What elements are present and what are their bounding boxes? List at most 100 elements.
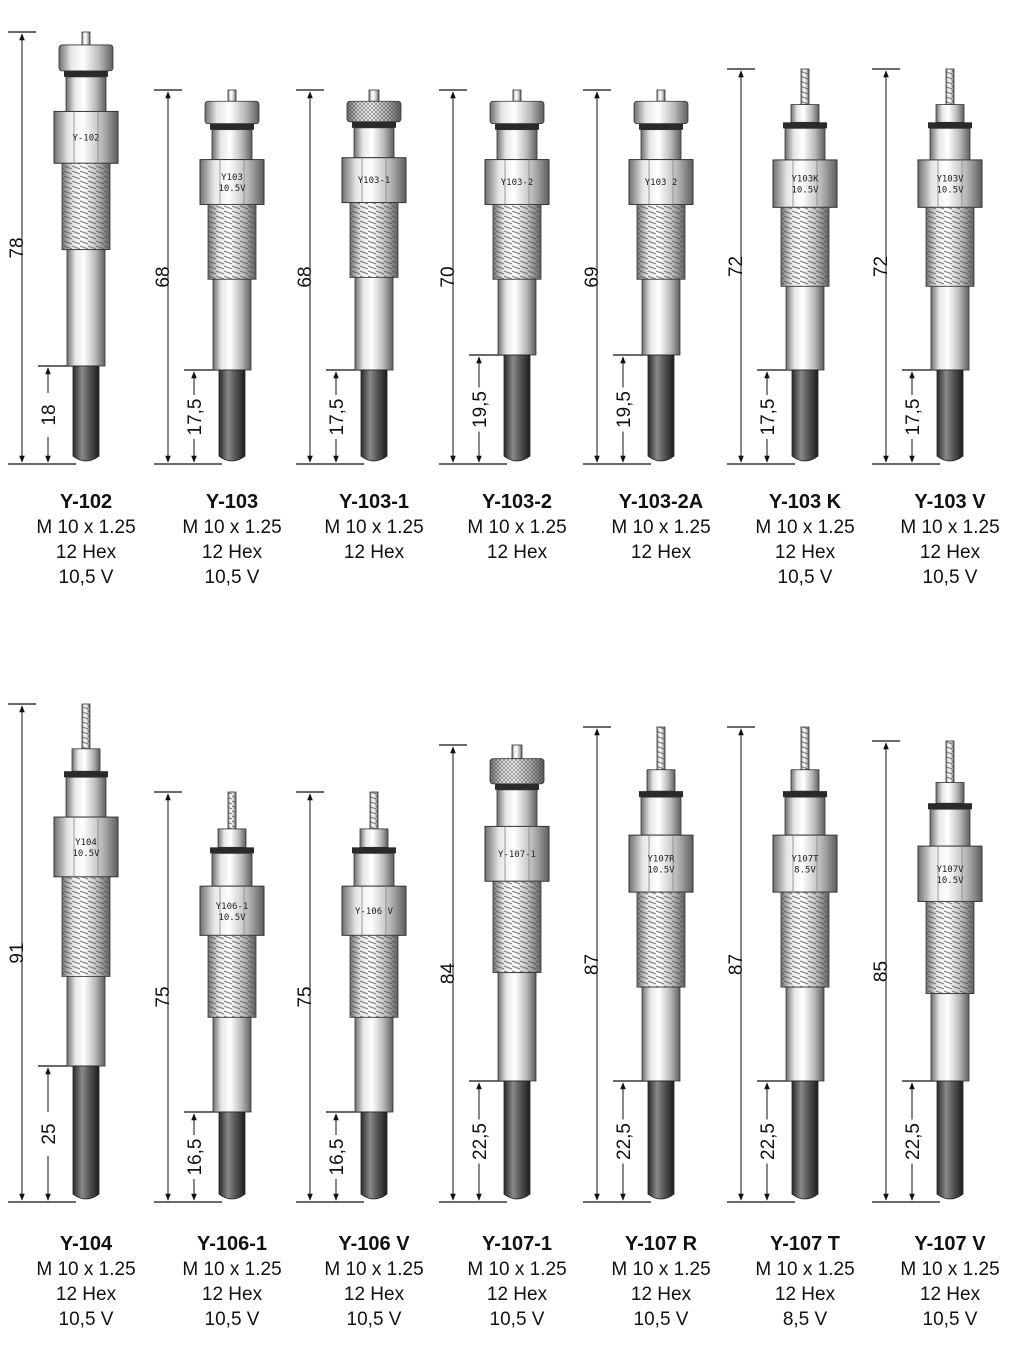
tip-length-label: 22,5 (758, 1123, 779, 1160)
insulating-washer (783, 791, 827, 798)
terminal-stud (227, 89, 237, 102)
hex-size: 12 Hex (201, 542, 263, 563)
plug-code: Y-103 K (768, 491, 842, 513)
tip-length-label: 22,5 (614, 1123, 635, 1160)
terminal-body (929, 127, 971, 161)
hex-stamp-text: Y-106 V (355, 907, 394, 917)
terminal-nut (489, 100, 545, 125)
terminal-nut (646, 769, 676, 792)
hex-size: 12 Hex (343, 542, 405, 563)
terminal-nut (204, 100, 260, 125)
plug-code: Y-107 T (769, 1233, 841, 1255)
hex-stamp-text: 10.5V (218, 184, 246, 194)
hex-body (484, 825, 550, 882)
terminal-body (929, 808, 971, 847)
insulating-washer (210, 123, 254, 130)
total-length-label: 84 (438, 963, 459, 985)
thread-spec: M 10 x 1.25 (900, 517, 1000, 538)
terminal-body (353, 127, 395, 159)
thread-spec: M 10 x 1.25 (36, 517, 136, 538)
total-length-label: 85 (871, 961, 892, 982)
hex-body (53, 110, 119, 164)
heater-tip (72, 365, 100, 462)
total-length-label: 68 (295, 266, 316, 287)
hex-stamp-text: Y107V (936, 865, 964, 875)
insulating-washer (783, 122, 827, 129)
voltage-rating: 10,5 V (346, 1309, 402, 1330)
total-length-label: 75 (295, 986, 316, 1007)
hex-stamp-text: Y107T (791, 855, 819, 865)
tip-length-label: 17,5 (327, 399, 348, 436)
hex-size: 12 Hex (919, 1284, 981, 1305)
voltage-rating: 10,5 V (204, 1309, 260, 1330)
heater-tip (360, 369, 388, 462)
terminal-body (211, 129, 253, 160)
hex-body (917, 159, 983, 208)
hex-stamp-text: Y103 2 (645, 178, 678, 188)
hex-size: 12 Hex (55, 1284, 117, 1305)
voltage-rating: 10,5 V (922, 1309, 978, 1330)
terminal-body (640, 129, 682, 160)
tip-length-label: 18 (39, 404, 60, 425)
plug-body (930, 285, 970, 371)
total-length-label: 69 (582, 266, 603, 287)
terminal-nut (790, 104, 820, 123)
hex-body (199, 159, 265, 205)
plug-code: Y-107 R (624, 1233, 698, 1255)
hex-stamp-text: Y-102 (72, 133, 99, 143)
terminal-body (211, 852, 253, 887)
insulating-washer (928, 803, 972, 810)
plug-body (641, 278, 681, 356)
terminal-body (640, 796, 682, 836)
insulating-washer (495, 783, 539, 790)
insulating-washer (352, 121, 396, 128)
hex-stamp-text: 10.5V (218, 913, 246, 923)
heater-tip (791, 369, 819, 462)
hex-stamp-text: Y103V (936, 175, 964, 185)
terminal-nut (217, 828, 247, 848)
hex-size: 12 Hex (55, 542, 117, 563)
total-length-label: 78 (7, 237, 28, 258)
terminal-nut (71, 748, 101, 772)
hex-size: 12 Hex (630, 1284, 692, 1305)
heater-tip (503, 1080, 531, 1200)
hex-size: 12 Hex (486, 542, 548, 563)
insulating-washer (64, 70, 108, 77)
hex-stamp-text: 10.5V (72, 849, 100, 859)
plug-body (354, 1016, 394, 1113)
hex-body (341, 885, 407, 936)
plug-body (212, 278, 252, 371)
terminal-nut (633, 100, 689, 125)
hex-body (484, 159, 550, 205)
total-length-label: 72 (871, 256, 892, 277)
hex-body (341, 157, 407, 204)
plug-code: Y-103 (205, 491, 259, 513)
tip-length-label: 25 (39, 1123, 60, 1144)
heater-tip (218, 369, 246, 462)
plug-code: Y-103-2A (618, 491, 704, 513)
tip-length-label: 17,5 (758, 399, 779, 436)
terminal-body (65, 776, 107, 818)
hex-size: 12 Hex (486, 1284, 548, 1305)
hex-body (628, 159, 694, 205)
hex-stamp-text: Y103-2 (501, 178, 534, 188)
terminal-body (496, 789, 538, 827)
terminal-nut (935, 104, 965, 123)
tip-length-label: 22,5 (470, 1123, 491, 1160)
